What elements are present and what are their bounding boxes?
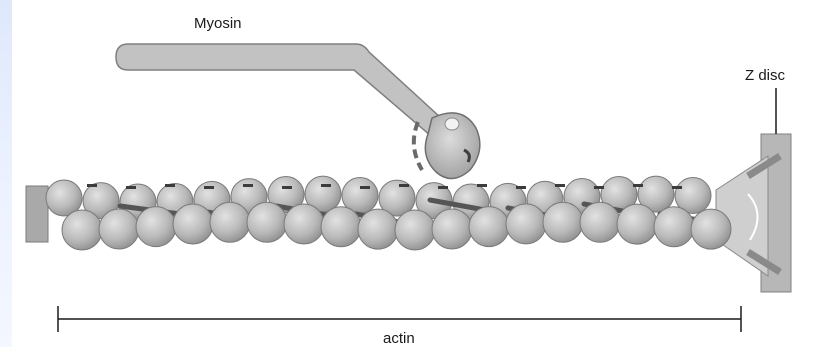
z-disc-label: Z disc: [745, 67, 786, 84]
binding-site-mark: [438, 186, 448, 189]
binding-site-mark: [594, 186, 604, 189]
myosin-rod: [116, 44, 452, 142]
actin-bead: [395, 210, 435, 250]
binding-site-mark: [399, 184, 409, 187]
binding-site-mark: [672, 186, 682, 189]
myosin-head-highlight: [445, 118, 459, 130]
actin-label: actin: [383, 330, 415, 347]
binding-site-mark: [360, 186, 370, 189]
actin-bead: [543, 202, 583, 242]
binding-site-mark: [633, 184, 643, 187]
binding-site-mark: [516, 186, 526, 189]
binding-site-mark: [165, 184, 175, 187]
left-end-cap: [26, 186, 48, 242]
actin-bead: [99, 209, 139, 249]
actin-bead: [136, 207, 176, 247]
actin-bead: [62, 210, 102, 250]
binding-site-mark: [555, 184, 565, 187]
myosin-label: Myosin: [194, 15, 242, 32]
actin-bead: [210, 202, 250, 242]
actin-bead: [321, 207, 361, 247]
myosin-molecule: [116, 44, 480, 179]
myosin-motion-arc: [414, 122, 422, 170]
actin-bead: [358, 209, 398, 249]
binding-site-mark: [282, 186, 292, 189]
z-disc: [716, 88, 791, 292]
binding-site-mark: [87, 184, 97, 187]
actin-bead: [247, 202, 287, 242]
binding-site-mark: [477, 184, 487, 187]
actin-bead: [506, 204, 546, 244]
actin-bead: [654, 207, 694, 247]
actin-bead: [691, 209, 731, 249]
binding-site-mark: [321, 184, 331, 187]
actin-length-bracket: [58, 306, 741, 332]
binding-site-mark: [126, 186, 136, 189]
actin-bead: [284, 204, 324, 244]
actin-bead: [580, 202, 620, 242]
binding-site-mark: [204, 186, 214, 189]
binding-site-mark: [243, 184, 253, 187]
actin-bead: [432, 209, 472, 249]
actin-bead: [469, 207, 509, 247]
actin-bead: [173, 204, 213, 244]
actin-bead: [617, 204, 657, 244]
